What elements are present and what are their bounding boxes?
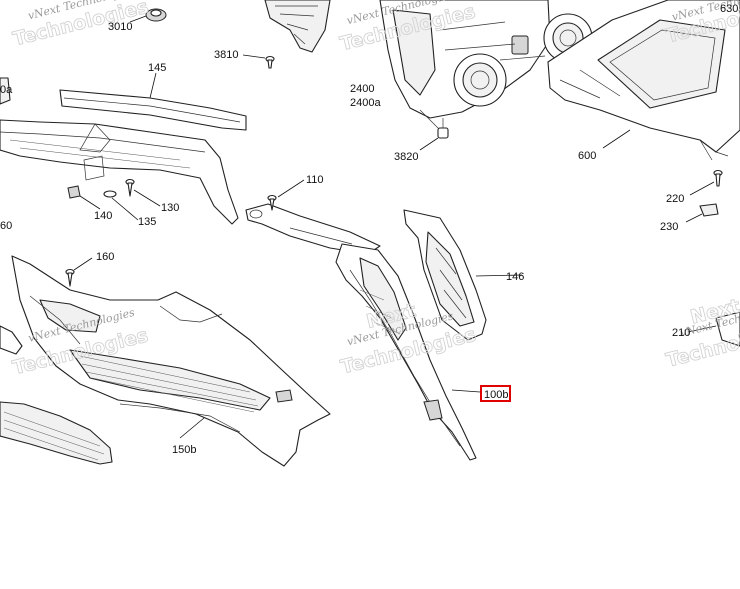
support-bracket-part: [0, 119, 239, 225]
small-bracket-part: [0, 325, 23, 355]
callout-60[interactable]: 60: [0, 220, 12, 232]
right-fragment-part: [715, 311, 740, 347]
callout-130[interactable]: 130: [161, 202, 179, 214]
callout-210[interactable]: 210: [672, 327, 690, 339]
callout-230[interactable]: 230: [660, 221, 678, 233]
callout-3010[interactable]: 3010: [108, 21, 132, 33]
center-panel-part: [335, 243, 477, 461]
highlighted-callout-100b[interactable]: 100b: [480, 385, 511, 402]
washer-part: [103, 190, 117, 198]
headlight-assembly-part: [379, 0, 593, 131]
lower-trim-part: [0, 401, 113, 465]
grommet-part: [145, 8, 167, 22]
screw-part: [713, 169, 723, 187]
callout-150a[interactable]: 0a: [0, 84, 13, 96]
callout-150b[interactable]: 150b: [172, 444, 196, 456]
watermark: vNext Technologies Next Technologies: [663, 295, 740, 373]
callout-110[interactable]: 110: [306, 174, 324, 186]
callout-3820[interactable]: 3820: [394, 151, 418, 163]
callout-2400a[interactable]: 2400a: [350, 97, 381, 109]
callout-2400[interactable]: 2400: [350, 83, 374, 95]
callout-146[interactable]: 146: [506, 271, 524, 283]
callout-600[interactable]: 600: [578, 150, 596, 162]
screw-part: [265, 55, 275, 69]
callout-135[interactable]: 135: [138, 216, 156, 228]
side-panel-left-part: [0, 77, 11, 105]
clip-part: [699, 203, 719, 217]
upper-bracket-part: [264, 0, 331, 53]
gauge-housing-part: [547, 0, 740, 161]
callout-630[interactable]: 630: [720, 3, 738, 15]
callout-100b[interactable]: 100b: [484, 389, 508, 401]
callout-160[interactable]: 160: [96, 251, 114, 263]
highlight-box: [480, 385, 511, 402]
callout-145[interactable]: 145: [148, 62, 166, 74]
callout-220[interactable]: 220: [666, 193, 684, 205]
nut-part: [67, 185, 81, 199]
screw-part: [267, 194, 277, 211]
side-cover-part: [403, 209, 487, 341]
trim-strip-part: [59, 89, 247, 131]
screw-part: [65, 268, 75, 287]
callout-140[interactable]: 140: [94, 210, 112, 222]
lower-side-panel-part: [11, 255, 331, 467]
screw-part: [125, 178, 135, 197]
callout-3810[interactable]: 3810: [214, 49, 238, 61]
bolt-part: [437, 118, 449, 139]
